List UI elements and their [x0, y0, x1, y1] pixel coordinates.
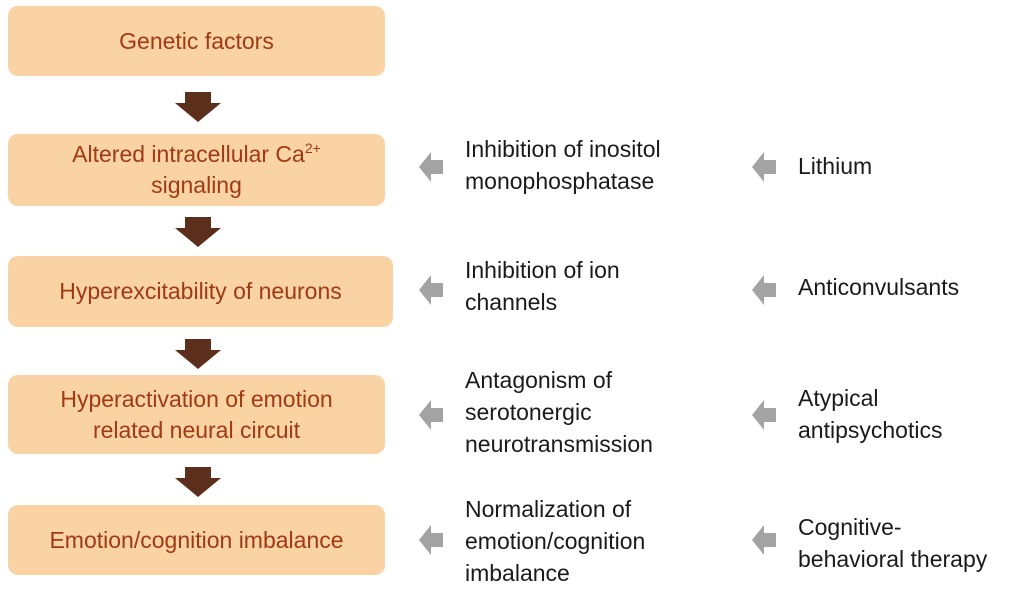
- mechanism-label: serotonergic: [465, 399, 592, 425]
- chain-box-label: Emotion/cognition imbalance: [49, 526, 344, 553]
- left-arrow-icon: [419, 152, 443, 182]
- mechanism-ion-channels: Inhibition of ion channels: [465, 254, 620, 318]
- mechanism-label: emotion/cognition: [465, 528, 646, 554]
- mechanism-label: Inhibition of inositol: [465, 136, 661, 162]
- chain-box-label-text: Altered intracellular Ca: [72, 141, 305, 167]
- left-arrow-icon: [752, 400, 776, 430]
- treatment-label: Anticonvulsants: [798, 274, 960, 300]
- treatment-anticonvulsants: Anticonvulsants: [798, 271, 959, 303]
- mechanism-label: neurotransmission: [465, 431, 653, 457]
- chain-box-calcium-signaling: Altered intracellular Ca2+ signaling: [8, 134, 385, 206]
- chain-box-hyperactivation: Hyperactivation of emotion related neura…: [8, 375, 385, 454]
- mechanism-label: monophosphatase: [465, 168, 655, 194]
- down-arrow-icon: [175, 467, 221, 497]
- mechanism-serotonergic: Antagonism of serotonergic neurotransmis…: [465, 364, 653, 460]
- left-arrow-icon: [419, 525, 443, 555]
- down-arrow-icon: [175, 92, 221, 122]
- chain-box-label: Hyperexcitability of neurons: [59, 278, 342, 304]
- down-arrow-icon: [175, 339, 221, 369]
- chain-box-genetic-factors: Genetic factors: [8, 6, 385, 76]
- chain-box-label: Hyperactivation of emotion: [60, 385, 333, 412]
- left-arrow-icon: [419, 400, 443, 430]
- chain-box-label: signaling: [151, 172, 242, 198]
- left-arrow-icon: [419, 275, 443, 305]
- treatment-label: Atypical: [798, 385, 879, 411]
- mechanism-normalization: Normalization of emotion/cognition imbal…: [465, 493, 645, 589]
- mechanism-label: Inhibition of ion: [465, 257, 620, 283]
- chain-box-label: Genetic factors: [119, 27, 274, 54]
- calcium-charge-superscript: 2+: [304, 140, 321, 156]
- left-arrow-icon: [752, 152, 776, 182]
- chain-box-label: related neural circuit: [92, 416, 301, 443]
- mechanism-label: imbalance: [465, 560, 570, 586]
- left-arrow-icon: [752, 275, 776, 305]
- mechanism-label: Antagonism of: [465, 367, 613, 393]
- treatment-label: Lithium: [798, 153, 873, 179]
- treatment-label: antipsychotics: [798, 417, 943, 443]
- down-arrow-icon: [175, 217, 221, 247]
- treatment-atypical-antipsychotics: Atypical antipsychotics: [798, 382, 942, 446]
- treatment-cognitive-behavioral-therapy: Cognitive- behavioral therapy: [798, 511, 987, 575]
- treatment-label: Cognitive-: [798, 514, 902, 540]
- left-arrow-icon: [752, 525, 776, 555]
- mechanism-label: channels: [465, 289, 558, 315]
- chain-box-label: Altered intracellular Ca2+: [72, 139, 321, 170]
- treatment-label: behavioral therapy: [798, 546, 988, 572]
- treatment-lithium: Lithium: [798, 150, 872, 182]
- mechanism-label: Normalization of: [465, 496, 632, 522]
- chain-box-hyperexcitability: Hyperexcitability of neurons: [8, 256, 393, 327]
- mechanism-inositol: Inhibition of inositol monophosphatase: [465, 133, 661, 197]
- chain-box-emotion-imbalance: Emotion/cognition imbalance: [8, 505, 385, 575]
